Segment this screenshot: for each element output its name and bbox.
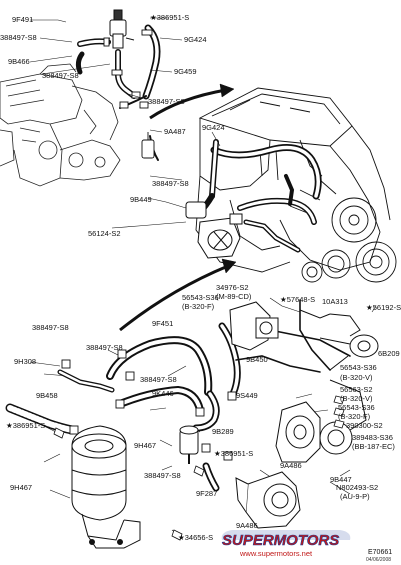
label-56543-s36-a-spec: (B-320-F) — [182, 302, 215, 311]
label-9A486-a: 9A486 — [280, 461, 302, 470]
label-56563-s2: 56563-S2 — [340, 385, 373, 394]
intake-manifold-sketch — [0, 63, 121, 187]
label-9B447: 9B447 — [330, 475, 352, 484]
label-9G459: 9G459 — [174, 67, 197, 76]
pump-bracket-9B447 — [275, 379, 367, 463]
label-9G424-a: 9G424 — [184, 35, 207, 44]
label-389483-s36-spec: (BB-187-EC) — [352, 442, 395, 451]
label-388497-s8-g: 388497-S8 — [140, 375, 177, 384]
label-389483-s36: 389483-S36 — [352, 433, 393, 442]
figure-date: 04/06/2008 — [366, 557, 391, 563]
label-56543-s36-a: 56543-S36 — [182, 293, 219, 302]
label-390300-s2: 390300-S2 — [346, 421, 383, 430]
label-9F451: 9F451 — [152, 319, 173, 328]
valve-9A487 — [141, 132, 155, 159]
fuel-filter-canister — [71, 425, 127, 521]
clamps-lower — [61, 349, 237, 461]
label-9H308: 9H308 — [14, 357, 36, 366]
leader-lines — [29, 17, 377, 537]
label-9K446: 9K446 — [152, 389, 174, 398]
supermotors-logo: SUPERMOTORS www.supermotors.net — [222, 530, 351, 558]
label-388497-s8-h: 388497-S8 — [144, 471, 181, 480]
pointer-arrows — [119, 83, 237, 332]
valve-assembly-9B450 — [229, 301, 279, 351]
engine-canister-valve — [185, 201, 243, 259]
label-388497-s8-d: 388497-S8 — [152, 179, 189, 188]
label-56543-s36-b-spec: (B-320-V) — [340, 373, 373, 382]
label-6B209: 6B209 — [378, 349, 400, 358]
small-filter-9B289 — [179, 425, 199, 464]
label-9B289: 9B289 — [212, 427, 234, 436]
label-386951-s-top: ★386951-S — [150, 13, 189, 22]
label-388497-s8-c: 388497-S8 — [148, 97, 185, 106]
label-34976-s2: 34976-S2 — [216, 283, 249, 292]
logo-wordmark: SUPERMOTORS — [222, 532, 339, 549]
label-9H467-b: 9H467 — [10, 483, 32, 492]
label-56543-s36-c: 56543-S36 — [338, 403, 375, 412]
label-n802493-s2: N802493-S2 — [336, 483, 378, 492]
label-388497-s8-a: 388497-S8 — [0, 33, 37, 42]
label-56563-s2-spec: (B-320-V) — [340, 394, 373, 403]
label-388497-s8-b: 388497-S8 — [42, 71, 79, 80]
label-56543-s36-b: 56543-S36 — [340, 363, 377, 372]
fuel-pump-9A486 — [235, 471, 301, 529]
label-9G424-b: 9G424 — [202, 123, 225, 132]
label-386951-s-mid: ★386951-S — [214, 449, 253, 458]
label-56124-s2: 56124-S2 — [88, 229, 121, 238]
label-34656-s: ★34656-S — [178, 533, 213, 542]
label-9S449: 9S449 — [236, 391, 258, 400]
label-34976-s2-spec: (M-89-CD) — [216, 292, 252, 301]
part-labels: 9F491 ★386951-S 388497-S8 9G424 9B466 38… — [0, 13, 401, 542]
label-10A313: 10A313 — [322, 297, 348, 306]
label-9B458: 9B458 — [36, 391, 58, 400]
label-56543-s36-c-spec: (B-320-F) — [338, 412, 371, 421]
label-9B466: 9B466 — [8, 57, 30, 66]
fastener-screws — [53, 395, 345, 541]
label-56192-s: ★56192-S — [366, 303, 401, 312]
label-9B449: 9B449 — [130, 195, 152, 204]
label-9F287: 9F287 — [196, 489, 217, 498]
label-n802493-s2-spec: (AU-9-P) — [340, 492, 370, 501]
engine-hoses — [197, 139, 322, 253]
label-9A487: 9A487 — [164, 127, 186, 136]
sensor-6B209 — [319, 334, 379, 371]
label-9F491: 9F491 — [12, 15, 33, 24]
label-386951-s-left: ★386951-S — [6, 421, 45, 430]
canister-bracket — [81, 513, 141, 549]
label-9H467-a: 9H467 — [134, 441, 156, 450]
figure-stamp: E70661 — [368, 549, 392, 556]
label-57648-s: ★57648-S — [280, 295, 315, 304]
bracket-10A313 — [299, 309, 361, 337]
logo-url: www.supermotors.net — [239, 549, 313, 558]
label-388497-s8-f: 388497-S8 — [86, 343, 123, 352]
label-9A486-b: 9A486 — [236, 521, 258, 530]
label-388497-s8-e: 388497-S8 — [32, 323, 69, 332]
label-9B450: 9B450 — [246, 355, 268, 364]
